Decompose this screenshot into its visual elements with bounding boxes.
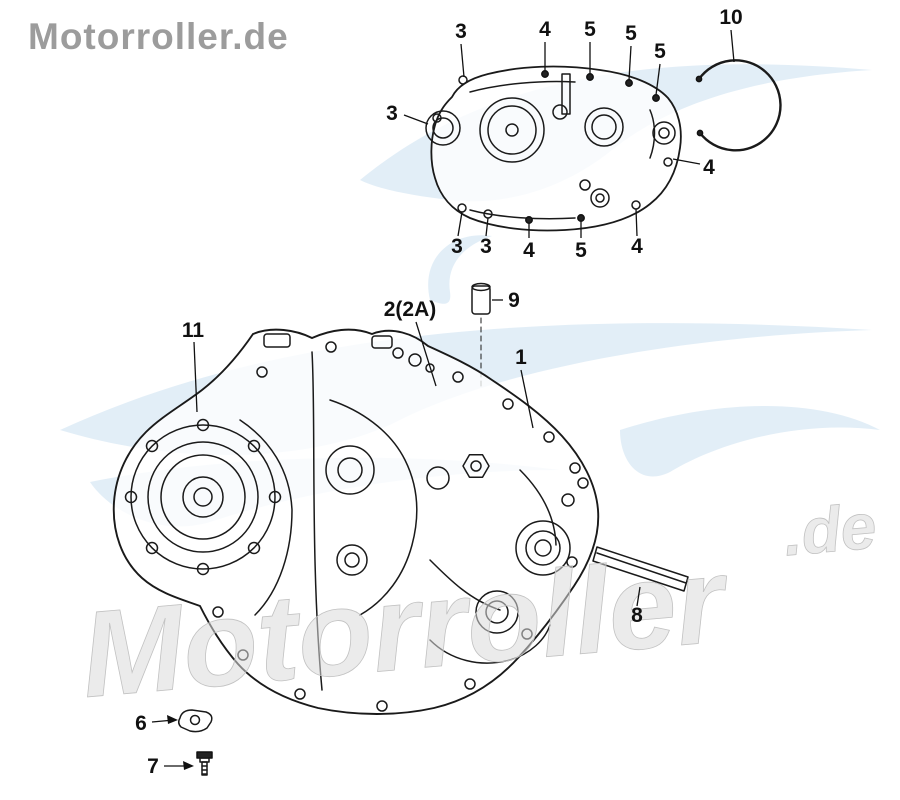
callout-5-top-c: 5	[654, 40, 666, 63]
callout-7: 7	[147, 755, 159, 778]
crankcase-cover-right	[425, 65, 682, 232]
callout-3-bottom-a: 3	[451, 235, 463, 258]
engine-line-art	[112, 59, 782, 776]
callout-8: 8	[631, 604, 643, 627]
callout-3-left: 3	[386, 102, 398, 125]
bar-part-8	[592, 546, 689, 592]
plate-part-6	[177, 709, 213, 733]
callout-3-top: 3	[455, 20, 467, 43]
callout-5-top-b: 5	[625, 22, 637, 45]
callout-9: 9	[508, 289, 520, 312]
screw-part-7	[196, 751, 213, 776]
site-logo: Motorroller.de	[28, 16, 289, 57]
callout-5-bottom: 5	[575, 239, 587, 262]
callout-1: 1	[515, 346, 527, 369]
callout-labels: 3 4 5 5 5 10 3 4 3 3 4 5 4 2(2A) 9 1 11 …	[135, 6, 743, 778]
retaining-ring-part-10	[695, 59, 782, 152]
callout-6: 6	[135, 712, 147, 735]
callout-2-2a: 2(2A)	[384, 298, 437, 321]
callout-4-bottom-b: 4	[631, 235, 643, 258]
callout-5-top-a: 5	[584, 18, 596, 41]
callout-10: 10	[719, 6, 742, 29]
callout-4-bottom-a: 4	[523, 239, 535, 262]
dowel-pin-part-9	[471, 282, 491, 387]
callout-4-right: 4	[703, 156, 715, 179]
callout-4-top: 4	[539, 18, 551, 41]
leader-lines	[151, 29, 735, 770]
crankcase-main	[112, 328, 600, 715]
watermark-suffix-text: .de	[781, 490, 879, 570]
callout-3-bottom-b: 3	[480, 235, 492, 258]
callout-11: 11	[182, 319, 205, 342]
